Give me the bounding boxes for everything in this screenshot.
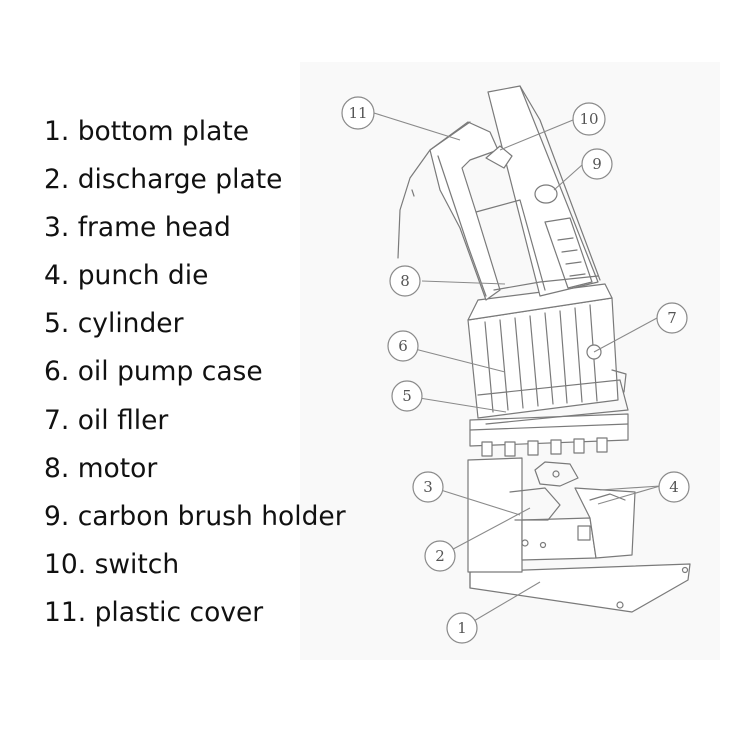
die-block-drawing — [469, 413, 629, 457]
callout-10: 10 — [572, 102, 606, 136]
callout-3: 3 — [412, 471, 444, 503]
legend-item-punch-die: 4. punch die — [44, 260, 209, 292]
callout-2: 2 — [424, 540, 456, 572]
callout-6: 6 — [387, 330, 419, 362]
svg-text:1: 1 — [457, 619, 467, 637]
callout-5: 5 — [391, 380, 423, 412]
svg-text:7: 7 — [667, 309, 677, 327]
callout-7: 7 — [656, 302, 688, 334]
svg-text:2: 2 — [435, 547, 445, 565]
svg-text:3: 3 — [423, 478, 433, 496]
svg-text:5: 5 — [402, 387, 412, 405]
legend-item-motor: 8. motor — [44, 452, 158, 484]
callout-4: 4 — [658, 471, 690, 503]
legend-item-carbon-brush-holder: 9. carbon brush holder — [44, 500, 346, 532]
bottom-plate-drawing — [469, 563, 691, 613]
parts-legend: 1. bottom plate 2. discharge plate 3. fr… — [44, 110, 424, 639]
legend-item-bottom-plate: 1. bottom plate — [44, 116, 250, 147]
svg-text:9: 9 — [592, 155, 602, 173]
leader-lines — [373, 112, 661, 629]
legend-item-cylinder: 5. cylinder — [44, 308, 184, 340]
svg-text:11: 11 — [348, 104, 367, 122]
svg-text:6: 6 — [398, 337, 408, 355]
callout-9: 9 — [581, 148, 613, 180]
callout-8: 8 — [389, 265, 421, 297]
legend-item-frame-head: 3. frame head — [44, 212, 231, 244]
cylinder-drawing — [467, 283, 629, 425]
svg-text:4: 4 — [669, 478, 679, 496]
legend-item-oil-filler: 7. oil fller — [44, 404, 169, 436]
legend-item-plastic-cover: 11. plastic cover — [44, 596, 264, 628]
legend-item-switch: 10. switch — [44, 548, 180, 580]
legend-item-discharge-plate: 2. discharge plate — [44, 164, 283, 196]
legend-item-oil-pump-case: 6. oil pump case — [44, 356, 263, 388]
frame-head-drawing — [467, 457, 636, 573]
svg-text:8: 8 — [400, 272, 410, 290]
svg-text:10: 10 — [579, 110, 598, 128]
callout-1: 1 — [446, 612, 478, 644]
callout-11: 11 — [341, 96, 375, 130]
motor-drawing — [397, 85, 601, 301]
